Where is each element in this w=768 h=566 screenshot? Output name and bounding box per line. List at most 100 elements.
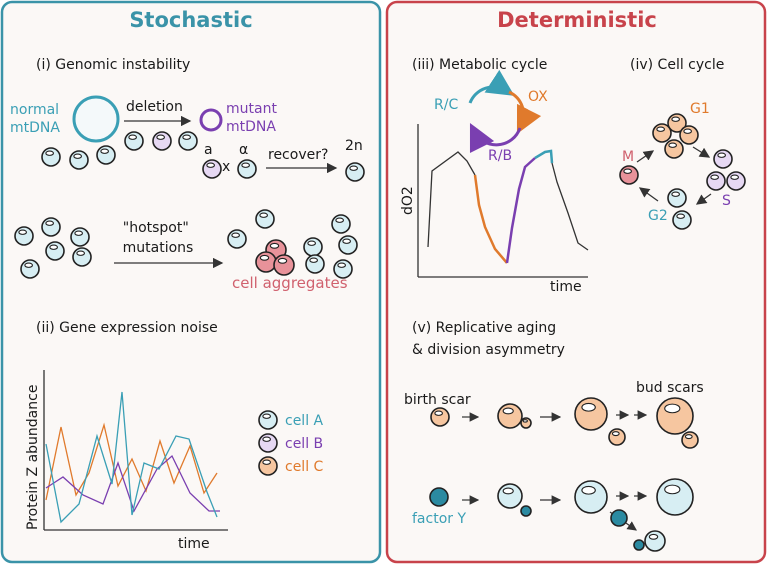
- birth-cell: [430, 407, 450, 427]
- legend-cell-b-icon: [258, 433, 278, 453]
- metabolic-x-label: time: [550, 279, 582, 295]
- g1-to-s-arrow: [692, 146, 711, 158]
- metabolic-y-label: dO2: [400, 186, 416, 215]
- noise-x-label: time: [178, 536, 210, 552]
- do2-trace-orange: [473, 174, 508, 264]
- alpha-label: α: [239, 142, 248, 158]
- hotspot-cells: [14, 209, 358, 279]
- bud-cell: [520, 417, 532, 429]
- factor-y-cell: [429, 487, 449, 507]
- mutant-cell: [152, 131, 172, 151]
- do2-trace-cyan: [534, 149, 554, 164]
- g1-label: G1: [690, 101, 710, 117]
- legend-label: cell A: [285, 413, 324, 429]
- two-n-label: 2n: [345, 138, 363, 154]
- normal-cell: [69, 150, 89, 170]
- s-cell: [713, 149, 733, 169]
- g2-cell: [672, 210, 692, 230]
- normal-mtdna-circle: [72, 95, 120, 143]
- rb-arc: [469, 122, 522, 154]
- noise-heading: (ii) Gene expression noise: [36, 320, 218, 336]
- mother-cell: [497, 403, 523, 429]
- cell-a-trace: [45, 391, 218, 524]
- s-cell: [726, 171, 746, 191]
- birth-scar-label: birth scar: [404, 392, 471, 408]
- cell-cycle-cells: [619, 113, 746, 230]
- daughter-cell: [644, 530, 666, 552]
- daughter-cell: [610, 509, 628, 527]
- do2-trace-purple: [505, 157, 536, 264]
- normal-mtdna-label: normal mtDNA: [10, 102, 64, 136]
- g1-cell: [679, 125, 699, 145]
- legend-label: cell B: [285, 436, 323, 452]
- do2-trace-black-tail: [551, 162, 589, 251]
- legend-cell-c-icon: [258, 456, 278, 476]
- metabolic-heading: (iii) Metabolic cycle: [412, 57, 547, 73]
- normal-cell: [227, 229, 247, 249]
- g1-cell: [667, 113, 687, 133]
- normal-cell: [237, 159, 257, 179]
- legend-cell-a-icon: [258, 410, 278, 430]
- mother-cell: [497, 483, 523, 509]
- normal-cell: [70, 227, 90, 247]
- aggregate-cell: [273, 254, 295, 276]
- normal-cell: [178, 131, 198, 151]
- old-mother-cell: [656, 478, 694, 516]
- genomic-heading: (i) Genomic instability: [36, 57, 190, 73]
- deterministic-title: Deterministic: [497, 8, 657, 32]
- mutant-mtdna-label: mutant mtDNA: [226, 101, 281, 135]
- daughter-cell: [681, 431, 699, 449]
- bud-cell: [520, 505, 532, 517]
- old-mother-cell: [656, 397, 694, 435]
- m-cell: [619, 165, 639, 185]
- aging-cells: [429, 397, 699, 552]
- deletion-label: deletion: [126, 99, 183, 115]
- normal-cell: [331, 214, 351, 234]
- normal-cell: [45, 241, 65, 261]
- aging-heading: (v) Replicative aging & division asymmet…: [412, 320, 565, 358]
- m-label: M: [622, 149, 634, 165]
- g2-label: G2: [648, 208, 668, 224]
- x-label: x: [222, 159, 230, 175]
- cell-c-trace: [45, 422, 218, 501]
- genomic-cells: [41, 131, 365, 182]
- mother-cell: [574, 397, 608, 431]
- normal-cell: [305, 254, 325, 274]
- rc-label: R/C: [434, 97, 458, 113]
- normal-cell: [96, 145, 116, 165]
- normal-cell: [14, 226, 34, 246]
- daughter-cell: [608, 428, 626, 446]
- normal-cell: [41, 147, 61, 167]
- hotspot-label: "hotspot" mutations: [123, 220, 194, 256]
- bud-scars-label: bud scars: [636, 380, 704, 396]
- rc-arc: [468, 69, 515, 104]
- g2-to-m-arrow: [638, 187, 659, 202]
- bud-cell: [633, 539, 645, 551]
- normal-cell: [72, 247, 92, 267]
- normal-cell: [20, 259, 40, 279]
- s-label: S: [722, 193, 731, 209]
- rb-label: R/B: [488, 148, 512, 164]
- mutant-mtdna-circle: [199, 108, 223, 132]
- aggregate-cell: [255, 251, 277, 273]
- normal-cell: [338, 235, 358, 255]
- m-to-g1-arrow: [636, 150, 655, 163]
- normal-cell: [124, 131, 144, 151]
- ox-label: OX: [528, 89, 548, 105]
- cell-aggregates-label: cell aggregates: [232, 274, 348, 292]
- s-cell: [706, 171, 726, 191]
- mother-cell: [574, 480, 608, 514]
- normal-cell: [345, 162, 365, 182]
- do2-trace-black: [427, 151, 476, 248]
- noise-y-label: Protein Z abundance: [25, 385, 41, 530]
- g1-cell: [664, 139, 684, 159]
- stochastic-title: Stochastic: [129, 8, 252, 32]
- factor-y-label: factor Y: [412, 511, 466, 527]
- a-label: a: [204, 142, 213, 158]
- g2-cell: [667, 188, 687, 208]
- mutant-cell: [202, 159, 222, 179]
- cell-b-trace: [45, 454, 220, 513]
- ox-arc: [508, 90, 542, 135]
- g1-cell: [652, 123, 672, 143]
